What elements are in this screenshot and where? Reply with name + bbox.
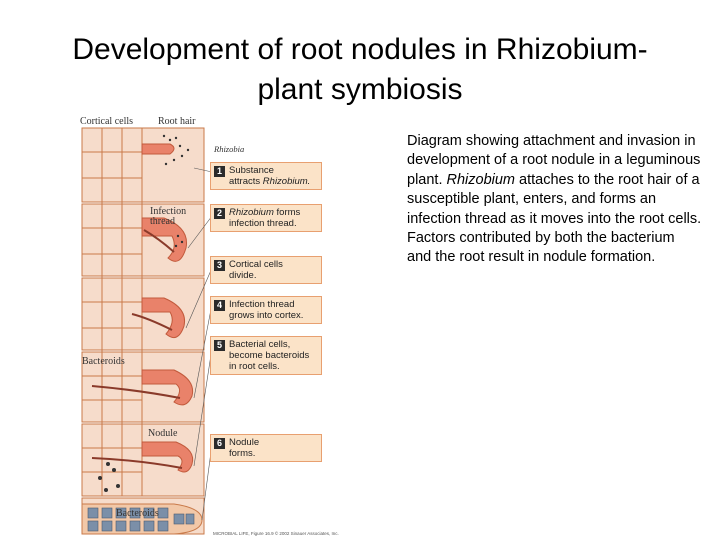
step-4-line-1: Infection thread xyxy=(229,299,295,310)
figure-credit: MICROBIAL LIFE, Figure 16.9 © 2002 Sinau… xyxy=(213,531,339,536)
title-line-1: Development of root nodules in Rhizobium… xyxy=(72,33,648,66)
step-3-line-2: divide. xyxy=(229,270,257,281)
label-rhizobia: Rhizobia xyxy=(214,144,245,154)
step-6-line-2: forms. xyxy=(229,448,256,459)
step-1-line-2: attracts Rhizobium. xyxy=(229,176,311,187)
step-1-number: 1 xyxy=(214,166,225,177)
infection-thread-2 xyxy=(143,229,175,253)
infection-thread-4 xyxy=(91,385,181,399)
root-hair-3 xyxy=(141,297,186,339)
title-line-2: plant symbiosis xyxy=(257,73,463,106)
label-nodule: Nodule xyxy=(148,428,178,439)
label-thread: thread xyxy=(150,216,175,227)
step-4-number: 4 xyxy=(214,300,225,311)
step-6-number: 6 xyxy=(214,438,225,449)
panel-1 xyxy=(81,127,205,203)
step-4: 4 Infection thread grows into cortex. xyxy=(210,296,322,324)
label-infection: Infection xyxy=(150,206,187,217)
slide-title: Development of root nodules in Rhizobium… xyxy=(20,30,700,110)
slide-description: Diagram showing attachment and invasion … xyxy=(407,132,702,268)
label-root-hair: Root hair xyxy=(158,116,196,127)
step-5-line-1: Bacterial cells, xyxy=(229,339,291,350)
step-5-line-3: in root cells. xyxy=(229,361,280,372)
step-6: 6 Nodule forms. xyxy=(210,434,322,462)
bacteroid-cells xyxy=(87,507,195,532)
step-5-line-2: become bacteroids xyxy=(229,350,310,361)
step-3-number: 3 xyxy=(214,260,225,271)
step-4-line-2: grows into cortex. xyxy=(229,310,304,321)
step-3: 3 Cortical cells divide. xyxy=(210,256,322,284)
infection-thread-3 xyxy=(131,313,173,331)
step-5: 5 Bacterial cells, become bacteroids in … xyxy=(210,336,322,375)
step-1: 1 Substance attracts Rhizobium. xyxy=(210,162,322,190)
desc-italic-rhizobium: Rhizobium xyxy=(446,171,516,188)
leader-lines xyxy=(185,167,213,521)
step-2-line-2: infection thread. xyxy=(229,218,297,229)
step-2: 2 Rhizobium forms infection thread. xyxy=(210,204,322,232)
diagram-graphic xyxy=(81,127,213,535)
step-2-number: 2 xyxy=(214,208,225,219)
panel-3 xyxy=(81,277,205,351)
step-6-line-1: Nodule xyxy=(229,437,260,448)
step-2-line-1: Rhizobium forms xyxy=(229,207,301,218)
desc-part-1: Diagram showing attachment and invasion … xyxy=(407,133,701,188)
step-5-number: 5 xyxy=(214,340,225,351)
desc-part-2: attaches to the root hair of a susceptib… xyxy=(407,171,702,266)
label-bacteroids-top: Bacteroids xyxy=(82,356,125,367)
label-cortical-cells: Cortical cells xyxy=(80,116,134,127)
step-1-line-1: Substance xyxy=(229,165,274,176)
root-hair-1 xyxy=(141,143,175,155)
step-3-line-1: Cortical cells xyxy=(229,259,283,270)
root-hair-4 xyxy=(141,369,194,406)
cell-cross-walls xyxy=(82,151,142,473)
infection-thread-5 xyxy=(91,457,183,469)
root-nodule-diagram: Cortical cells Root hair Rhizobia Infect… xyxy=(78,108,378,538)
label-bacteroids-bottom: Bacteroids xyxy=(116,508,159,519)
root-hair-2 xyxy=(141,217,188,262)
root-hair-5 xyxy=(141,441,194,473)
